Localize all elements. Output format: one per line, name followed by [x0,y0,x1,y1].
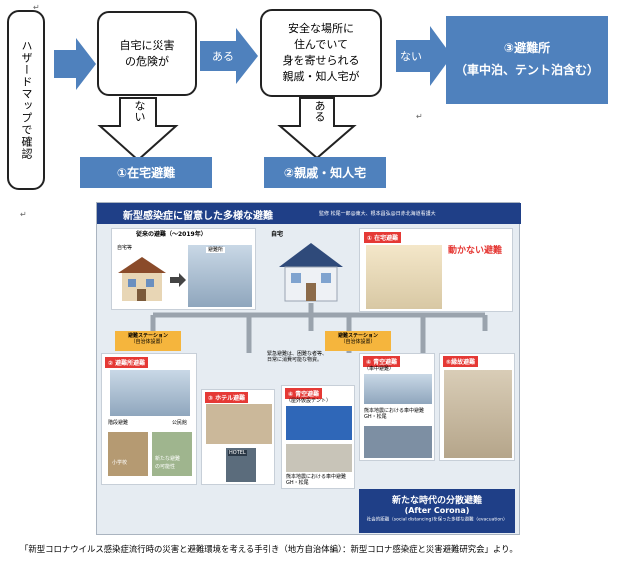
panel-tent-sub: （屋外仮設テント） [286,398,332,404]
hazard-map-box: ハザードマップで確認 [7,10,45,190]
no-label-2: ない [400,50,422,63]
panel-shelter-hall: 公民館 [172,420,188,426]
relatives-box: ②親戚・知人宅 [264,157,386,188]
old-shelter-picture: 避難所 [188,245,252,307]
arrow-down-1 [97,97,179,162]
home-house-picture [279,243,343,302]
panel-tent-photo-1 [286,406,352,440]
banner-sub: (After Corona) [404,506,470,515]
old-arrow-icon [170,273,186,287]
station-2: 避難ステーション （自治体設置） [325,331,391,351]
panel-car-photo-1 [364,374,432,404]
panel-tent: ④ 青空避難 （屋外仮設テント） 熊本地震における車中避難 GH・松尾 [281,385,355,489]
arrow-down-2 [277,97,357,160]
panel-tent-photo-2 [286,444,352,472]
no-label-1: ない [133,100,146,122]
old-home-picture [118,257,166,301]
panel-shelter-photo [110,370,190,416]
panel-home-stay: 動かない避難 [448,246,503,256]
panel-relatives: ⑤縁故避難 [439,353,515,461]
new-era-banner: 新たな時代の分散避難 (After Corona) 社会的距離（social d… [359,489,515,533]
yes-label-2: ある [313,100,326,122]
citation: 「新型コロナウイルス感染症流行時の災害と避難環境を考える手引き（地方自治体編）：… [20,544,518,554]
panel-shelter-new: 新たな避難 の可能性 [152,432,192,476]
yes-label-1: ある [212,50,234,63]
panel-shelter-small: 小学校 [112,460,128,466]
question-2-line-4: 親戚・知人宅が [282,69,360,83]
question-2-line-3: 身を寄せられる [282,54,360,67]
panel-tent-title: ④ 青空避難 [285,388,323,399]
shelter-box: ③避難所 （車中泊、テント泊含む） [446,16,608,104]
panel-hotel-photo [206,404,272,444]
panel-car-photo-2 [364,426,432,458]
poster-header: 新型感染症に留意した多様な避難 監修 松尾一郎@東大、根本昌弘@日赤北海道看護大 [97,203,521,224]
station-1: 避難ステーション （自治体設置） [115,331,181,351]
home-label: 自宅 [271,231,284,238]
paragraph-mark: ↵ [20,210,27,219]
arrow-1 [54,38,96,90]
panel-hotel-title: ③ ホテル避難 [205,392,249,403]
poster-supervisor: 監修 松尾一郎@東大、根本昌弘@日赤北海道看護大 [319,211,436,217]
arrow-yes-1 [200,28,258,84]
old-evacuation-panel: 従来の避難（～2019年） 自宅等 避難所 [111,228,256,310]
shelter-title: ③避難所 [503,41,551,56]
panel-relatives-photo [444,370,512,458]
panel-car-note: 熊本地震における車中避難 GH・松尾 [364,408,425,420]
hazard-map-label: ハザードマップで確認 [19,40,33,160]
arrow-no-2 [396,26,452,86]
panel-hotel-building: HOTEL [226,448,256,482]
cursor-mark: ↵ [416,112,423,121]
question-1-line-2: の危険が [125,54,169,68]
station-2-sub: （自治体設置） [340,339,376,345]
return-mark: ↵ [33,3,40,12]
panel-hotel: ③ ホテル避難 HOTEL [201,389,275,485]
emergency-note-line-2: 日常に消費可能な物資。 [267,357,323,363]
panel-relatives-title: ⑤縁故避難 [443,356,479,367]
panel-home-evacuation: ① 在宅避難 動かない避難 [359,228,513,312]
shelter-sub: （車中泊、テント泊含む） [454,63,599,77]
station-1-label: 避難ステーション [128,333,168,339]
old-home-label: 自宅等 [117,245,133,251]
banner-title: 新たな時代の分散避難 [391,496,482,506]
emergency-note: 緊急避難は、困難な者等、 日常に消費可能な物資。 [267,351,327,363]
panel-shelter-school: 小学校 [108,432,148,476]
question-2-line-2: 住んでいて [293,38,349,52]
old-shelter-label: 避難所 [206,247,226,253]
question-1: 自宅に災害 の危険が [97,11,197,96]
panel-car-sub: （車中避難） [364,366,395,372]
panel-car-title: ④ 青空避難 [363,356,401,367]
question-2-line-1: 安全な場所に [288,22,354,36]
panel-shelter-stair: 階段避難 [108,420,129,426]
emergency-note-line-1: 緊急避難は、困難な者等、 [267,351,328,357]
panel-shelter-new-2: の可能性 [155,464,176,470]
panel-home-title: ① 在宅避難 [364,232,402,243]
hotel-sign: HOTEL [228,450,247,456]
question-1-line-1: 自宅に災害 [119,38,175,52]
question-2: 安全な場所に 住んでいて 身を寄せられる 親戚・知人宅が [260,9,382,97]
flowchart: ハザードマップで確認 ↵ ある ない ない ある 自宅に災害 の危険が 安全な場… [0,0,644,219]
old-evacuation-label: 従来の避難（～2019年） [136,231,207,238]
panel-tent-note: 熊本地震における車中避難 GH・松尾 [286,474,347,486]
poster-title: 新型感染症に留意した多様な避難 [123,211,273,222]
panel-car: ④ 青空避難 （車中避難） 熊本地震における車中避難 GH・松尾 [359,353,435,461]
flow-arrows [54,26,452,162]
station-2-label: 避難ステーション [338,333,378,339]
panel-shelter: ② 避難所避難 階段避難 公民館 小学校 新たな避難 の可能性 [101,353,197,485]
poster: 新型感染症に留意した多様な避難 監修 松尾一郎@東大、根本昌弘@日赤北海道看護大… [96,202,521,535]
station-1-sub: （自治体設置） [130,339,166,345]
panel-shelter-title: ② 避難所避難 [105,357,149,368]
panel-home-picture [366,245,442,309]
panel-shelter-new-1: 新たな避難 [155,456,181,462]
home-evacuation-box: ①在宅避難 [80,157,212,188]
banner-caption: 社会的距離（social distancing)を保った多様な避難（evacua… [366,516,508,523]
